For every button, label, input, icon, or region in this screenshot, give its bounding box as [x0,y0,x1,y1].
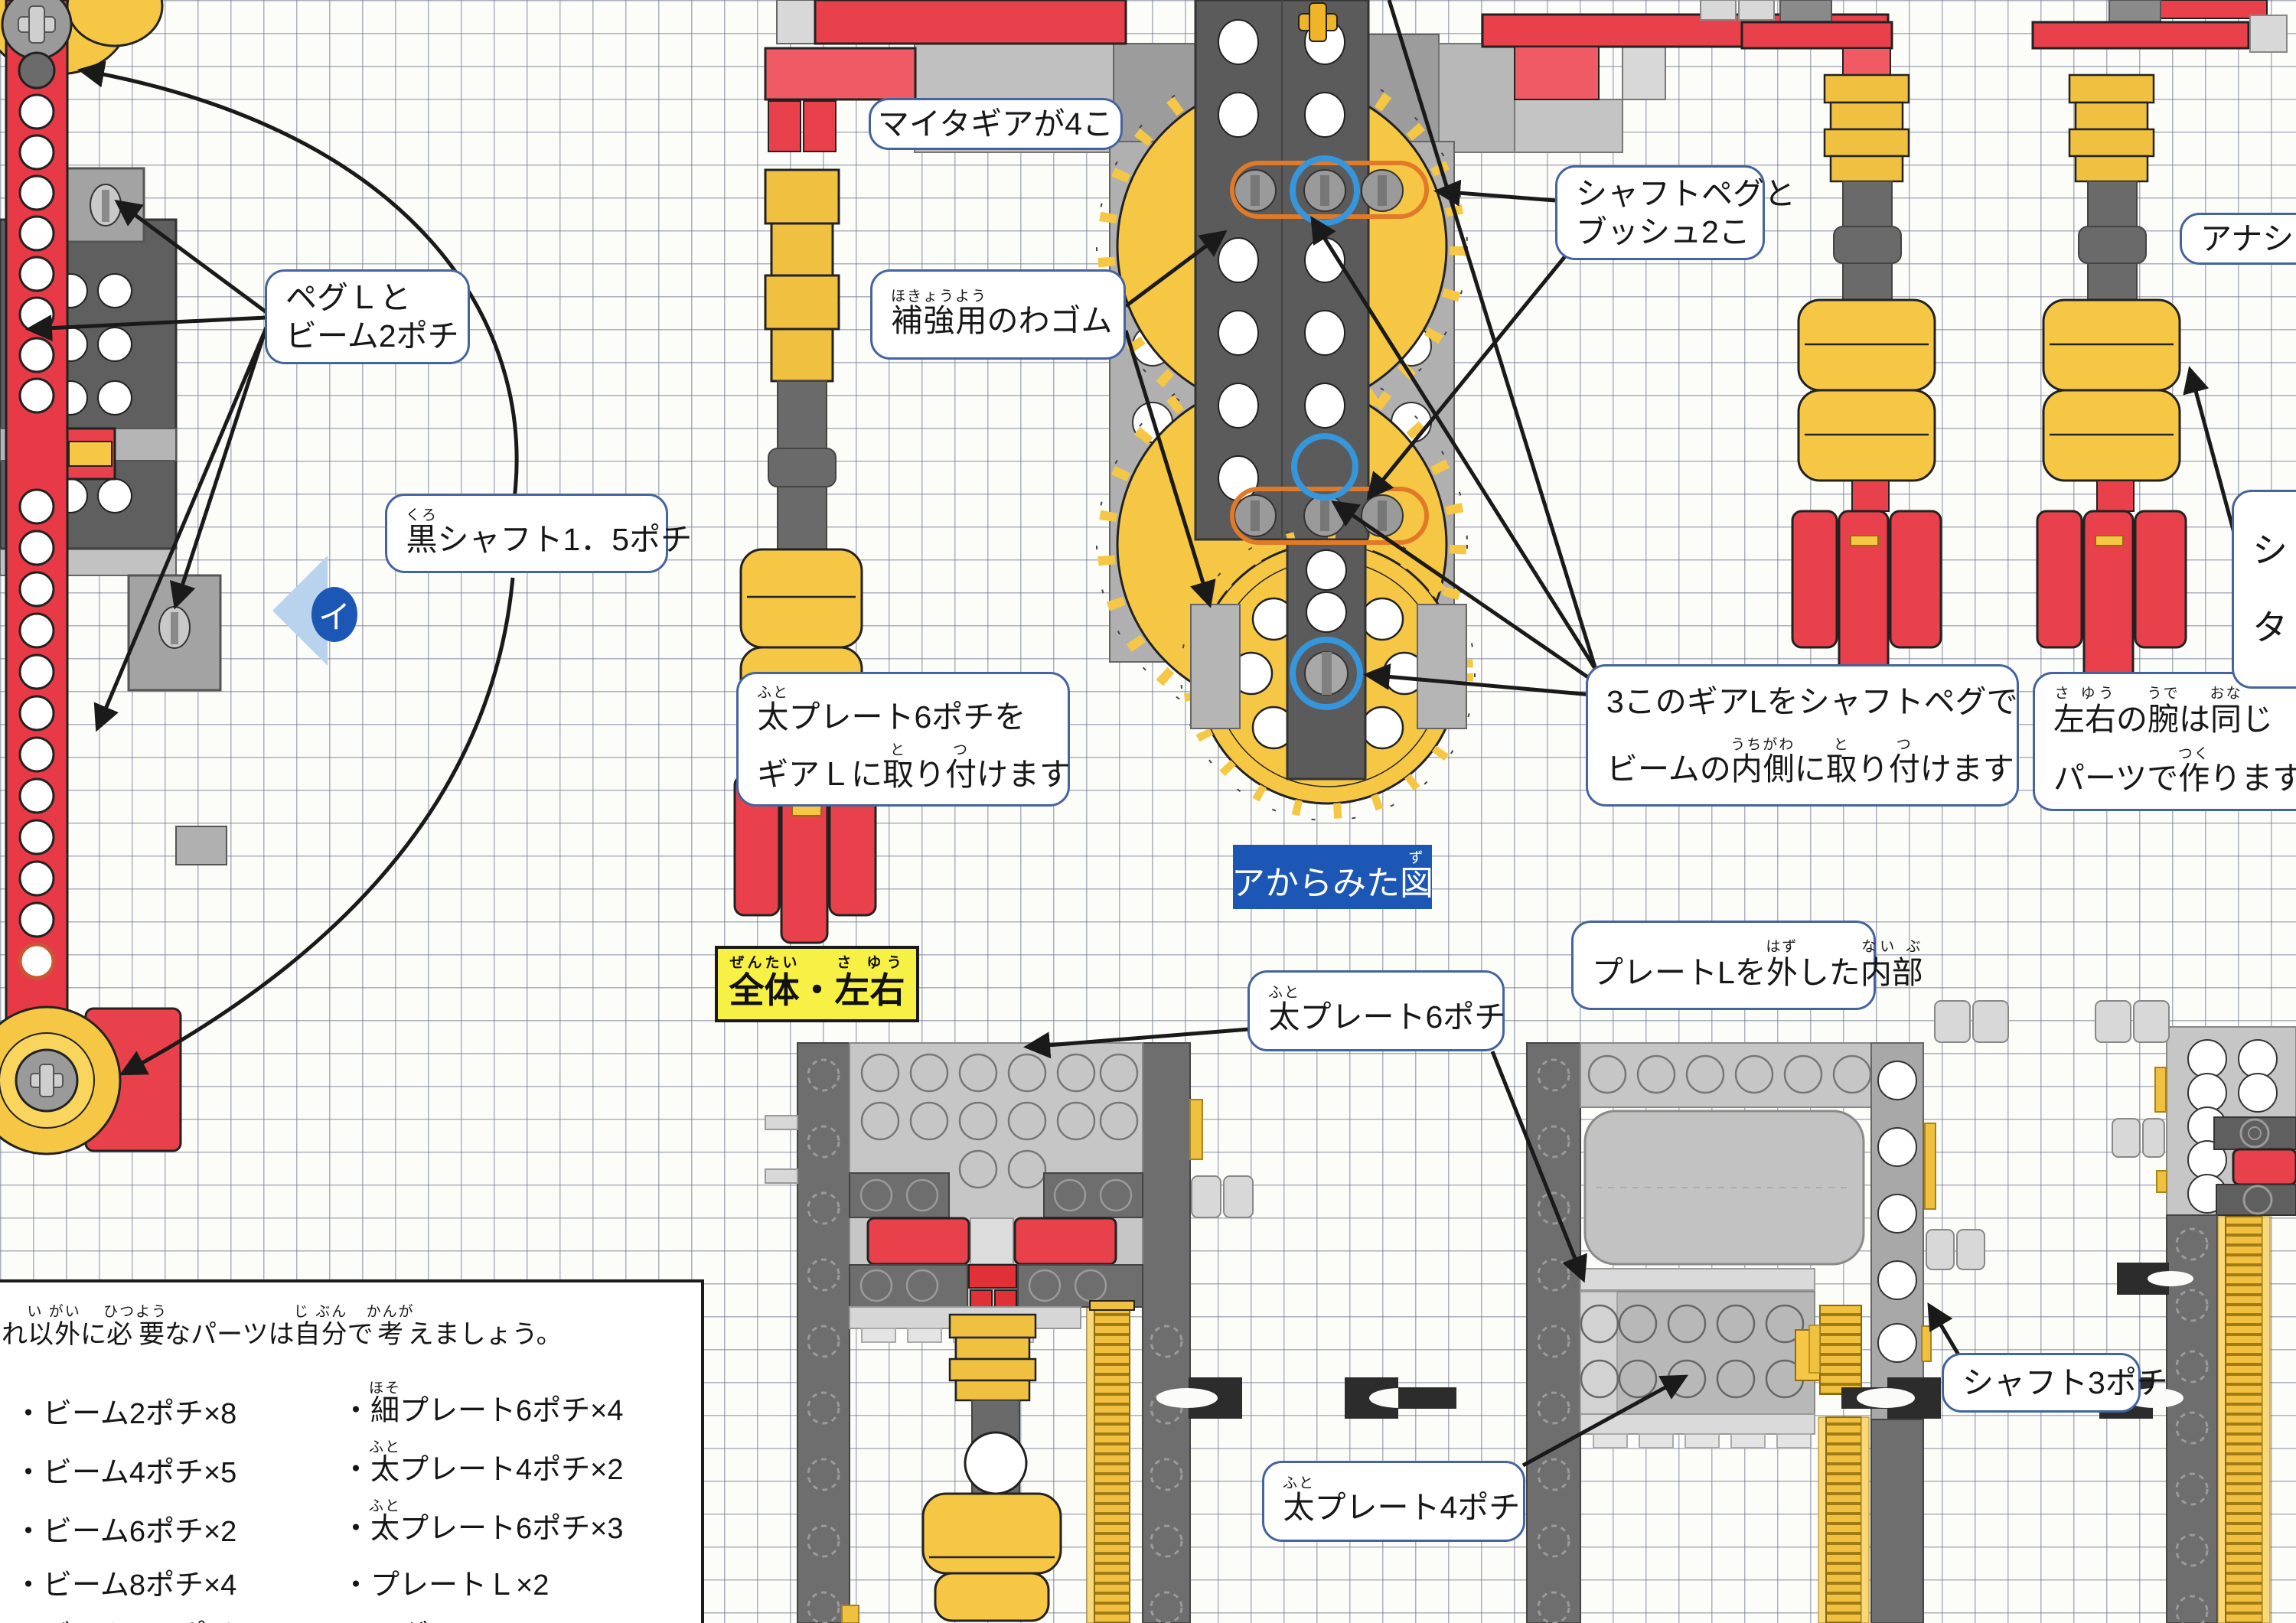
callout-thick-plate6-attach: 太ふとプレート6ポチをギアＬに取とり付つけます [736,672,1071,807]
callout-mitre-gear: マイタギアが4こ [869,98,1123,150]
marker-i: イ [269,545,377,683]
left-arm [733,100,877,944]
callout-thick-plate6: 太ふとプレート6ポチ [1247,970,1505,1051]
callout-black-shaft: 黒くろシャフト1．5ポチ [385,494,692,573]
callout-ana-shaft: アナシャフ [2180,213,2296,265]
parts-panel-intro: れ以外い がいに必要ひつようなパーツは自分じ ぶんで考かんがえましょう。 [2,1304,563,1349]
parts-panel: れ以外い がいに必要ひつようなパーツは自分じ ぶんで考かんがえましょう。 ・ビー… [0,1279,704,1623]
parts-item-thin-plate6: ・細ほそプレート6ポチ×4 [341,1380,624,1427]
parts-item-thick-plate4: ・太ふとプレート4ポチ×2 [341,1439,624,1486]
marker-i-label: イ [311,587,357,642]
parts-item-beam8: ・ビーム8ポチ×4 [14,1569,237,1602]
right-arm-2 [2031,0,2288,684]
annotation-arrows [25,0,2237,1468]
callout-rubber-band: 補強用ほきょうようのわゴム [870,269,1126,360]
callout-shaft-3: シャフト3ポチ [1942,1353,2168,1413]
callout-plate-l-inside: プレートLを外はずした内部ない ぶ [1571,921,1923,1010]
inner-view-assembly [1526,1042,1985,1623]
callout-gear-l-3: 3このギアLをシャフトペグでビームの内側うちがわに取とり付つけます [1586,664,2019,807]
callout-clipped-right: シタ [2232,490,2296,689]
right-arm-1 [1700,0,1942,684]
parts-item-beam6: ・ビーム6ポチ×2 [14,1516,237,1548]
parts-item-beam14: ・ビーム 14 ポチ×4 [14,1612,269,1623]
parts-item-peg-s: ・ペグＳ×5 [341,1612,491,1623]
parts-item-thick-plate6: ・太ふとプレート6ポチ×3 [341,1498,624,1545]
label-overall-left-right: 全体ぜんたい・左右さ ゆう [715,946,919,1022]
callout-thick-plate4: 太ふとプレート4ポチ [1262,1461,1525,1542]
callout-shaft-peg-bushing: シャフトペグとブッシュ2こ [1555,165,1795,260]
left-crane-assembly [0,0,227,1155]
overall-left-assembly [765,1042,1456,1623]
label-view-from-a: アからみた図ず [1231,845,1433,909]
callout-peg-l-beam2: ペグＬとビーム2ポチ [265,269,470,364]
right-edge-assembly [1841,1000,2296,1623]
parts-item-beam4: ・ビーム4ポチ×5 [14,1457,237,1489]
parts-item-plate-l: ・プレートＬ×2 [341,1569,550,1602]
callout-arms-same: 左右さ ゆうの腕うでは同おなじパーツで作つくります [2033,672,2296,811]
parts-item-beam2: ・ビーム2ポチ×8 [14,1398,237,1430]
center-mast-assembly [733,0,1890,944]
